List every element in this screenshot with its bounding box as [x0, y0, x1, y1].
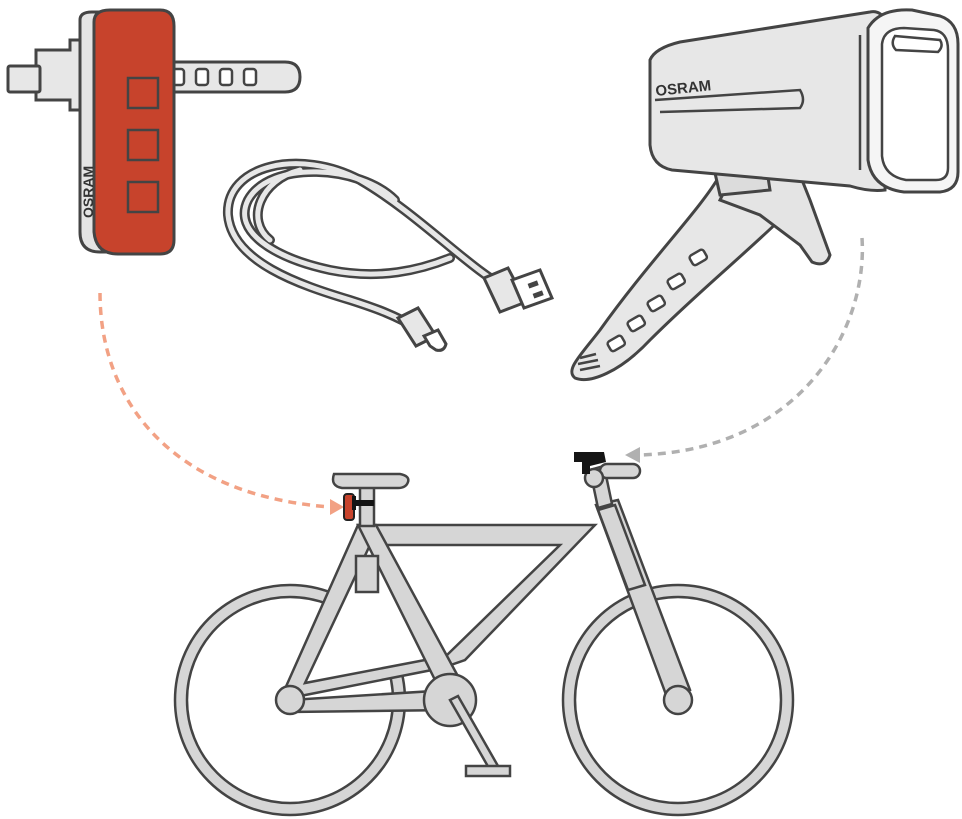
- mounted-tail-light: [343, 493, 374, 521]
- tail-light-led-cells: [126, 76, 160, 214]
- usb-cable: [222, 158, 555, 352]
- front-light-lens: [880, 26, 950, 182]
- mounted-front-light: [574, 452, 606, 474]
- usb-c-plug-icon: [395, 306, 448, 352]
- tail-light-clip: [34, 38, 87, 112]
- handlebar: [598, 462, 642, 480]
- tail-light-strap-tab: [6, 64, 42, 94]
- front-light-brand-label: OSRAM: [655, 77, 712, 100]
- tail-light-brand-label: OSRAM: [80, 166, 96, 218]
- rear-light-placement-arrow: [98, 292, 344, 515]
- front-light-housing: [648, 10, 887, 192]
- bicycle: [173, 462, 795, 817]
- head-tube: [596, 503, 647, 592]
- front-light: OSRAM: [570, 8, 960, 381]
- tail-light: OSRAM: [6, 8, 302, 256]
- saddle: [331, 472, 410, 490]
- pedal: [464, 764, 512, 778]
- usb-a-plug-icon: [481, 266, 555, 314]
- tail-light-lens: [92, 8, 176, 256]
- front-light-placement-arrow: [625, 237, 865, 463]
